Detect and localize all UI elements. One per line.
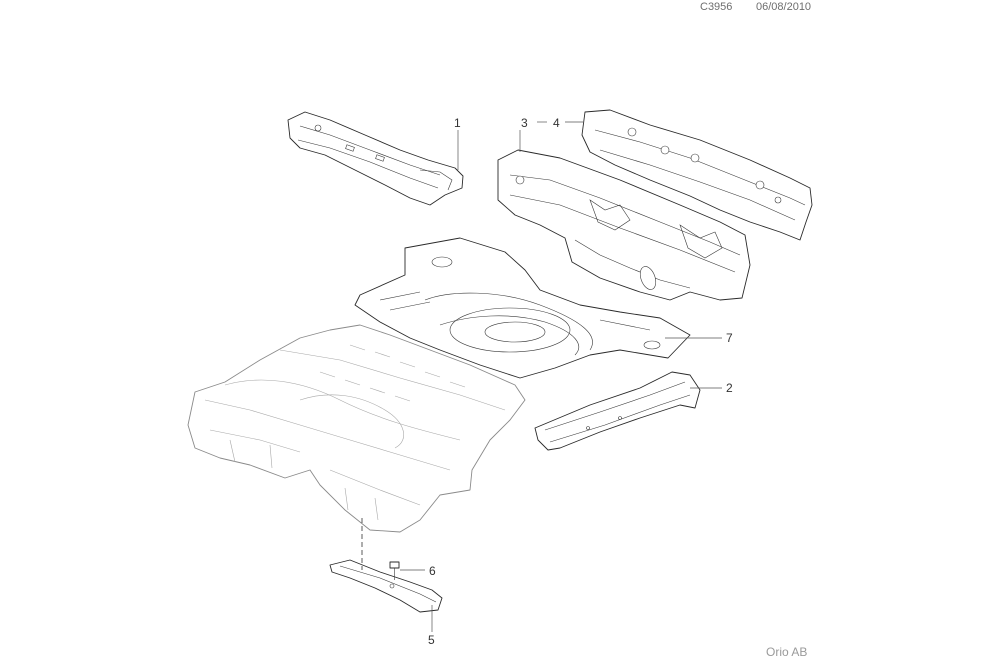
- part-rear-floor: [354, 237, 691, 379]
- callout-2: 2: [726, 381, 733, 395]
- part-main-floor: [187, 324, 526, 533]
- callout-1: 1: [454, 116, 461, 130]
- part-side-rail: [534, 371, 701, 451]
- brand-label: Orio AB: [766, 645, 808, 659]
- part-rear-upper-panel: [581, 109, 813, 241]
- drawing-code: C3956: [700, 1, 733, 13]
- callout-6: 6: [429, 564, 436, 578]
- callout-5: 5: [428, 633, 435, 647]
- part-rear-seat-panel: [497, 149, 751, 301]
- callout-4: 4: [553, 116, 560, 130]
- drawing-date: 06/08/2010: [756, 1, 812, 13]
- part-front-cross-member: [287, 111, 464, 206]
- part-lower-bracket: [329, 559, 443, 613]
- part-fastener: [389, 561, 400, 580]
- callout-3: 3: [521, 116, 528, 130]
- callout-7: 7: [726, 331, 733, 345]
